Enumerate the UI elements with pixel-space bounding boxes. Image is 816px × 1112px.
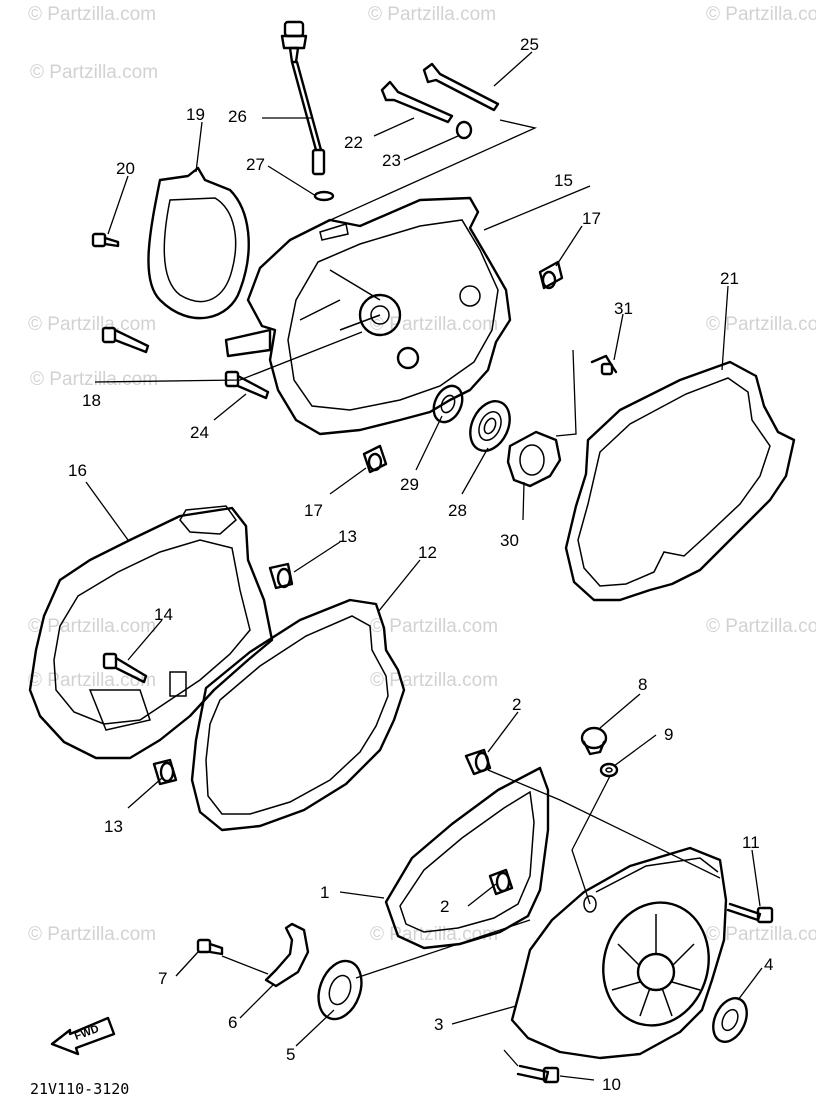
watermark-text: © Partzilla.com: [30, 62, 158, 83]
callout-31: 31: [614, 299, 633, 318]
watermark-text: © Partzilla.com: [370, 924, 498, 945]
callout-29: 29: [400, 475, 419, 494]
callouts: 1 2 2 3 4 5 6 7 8 9 10 11 12 13 13 14 15…: [68, 35, 773, 1094]
callout-2: 2: [440, 897, 449, 916]
diagram-code: 21V110-3120: [30, 1080, 129, 1098]
watermarks: © Partzilla.com © Partzilla.com © Partzi…: [28, 4, 816, 945]
gasket-12: [190, 598, 406, 832]
callout-22: 22: [344, 133, 363, 152]
callout-8: 8: [638, 675, 647, 694]
watermark-text: © Partzilla.com: [30, 369, 158, 390]
washer-9: [599, 762, 619, 778]
callout-9: 9: [664, 725, 673, 744]
callout-26: 26: [228, 107, 247, 126]
callout-13: 13: [338, 527, 357, 546]
watermark-text: © Partzilla.com: [370, 670, 498, 691]
drain-plug-8: [580, 726, 608, 756]
dowel-pin: [488, 868, 514, 896]
dowel-pin: [268, 562, 294, 590]
callout-28: 28: [448, 501, 467, 520]
bolt-11: [726, 902, 774, 924]
callout-14: 14: [154, 605, 173, 624]
callout-17: 17: [304, 501, 323, 520]
callout-3: 3: [434, 1015, 443, 1034]
oil-seal-5: [317, 959, 363, 1021]
bracket-6: [264, 922, 310, 988]
callout-11: 11: [742, 833, 760, 852]
bolt-24: [224, 370, 270, 400]
callout-24: 24: [190, 423, 209, 442]
callout-1: 1: [320, 883, 329, 902]
watermark-text: © Partzilla.com: [28, 616, 156, 637]
callout-19: 19: [186, 105, 205, 124]
bolt-14: [102, 652, 148, 684]
dowel-pin: [538, 260, 564, 290]
gasket-21: [564, 360, 796, 602]
bolt-10: [516, 1064, 560, 1084]
callout-18: 18: [82, 391, 101, 410]
callout-10: 10: [602, 1075, 621, 1094]
dowel-pin: [362, 444, 388, 474]
callout-12: 12: [418, 543, 437, 562]
callout-21: 21: [720, 269, 739, 288]
gasket-1: [384, 766, 550, 950]
callout-23: 23: [382, 151, 401, 170]
crankcase-16: [28, 505, 274, 760]
watermark-text: © Partzilla.com: [370, 616, 498, 637]
callout-16: 16: [68, 461, 87, 480]
callout-30: 30: [500, 531, 519, 550]
callout-4: 4: [764, 955, 773, 974]
bolt-7: [196, 938, 224, 956]
outer-cover-3: [510, 846, 728, 1060]
watermark-text: © Partzilla.com: [706, 616, 816, 637]
watermark-text: © Partzilla.com: [28, 314, 156, 335]
callout-17: 17: [582, 209, 601, 228]
watermark-text: © Partzilla.com: [368, 4, 496, 25]
callout-20: 20: [116, 159, 135, 178]
callout-15: 15: [554, 171, 573, 190]
dowel-pin: [152, 758, 178, 786]
bolt-18: [101, 326, 150, 354]
cover-plate: [147, 166, 250, 320]
watermark-text: © Partzilla.com: [28, 670, 156, 691]
retainer-plate-30: [506, 430, 562, 488]
callout-13: 13: [104, 817, 123, 836]
watermark-text: © Partzilla.com: [706, 4, 816, 25]
forward-arrow: FWD: [50, 1016, 116, 1056]
screw-31: [590, 354, 618, 376]
callout-27: 27: [246, 155, 265, 174]
oil-seal-4: [712, 997, 748, 1043]
bolt-20: [91, 232, 120, 248]
watermark-text: © Partzilla.com: [706, 924, 816, 945]
crankcase-cover: [224, 196, 512, 436]
watermark-text: © Partzilla.com: [706, 314, 816, 335]
dowel-pin: [464, 748, 492, 776]
callout-6: 6: [228, 1013, 237, 1032]
bearing-28: [469, 400, 511, 452]
watermark-text: © Partzilla.com: [28, 4, 156, 25]
watermark-text: © Partzilla.com: [370, 314, 498, 335]
callout-2: 2: [512, 695, 521, 714]
watermark-text: © Partzilla.com: [28, 924, 156, 945]
leader-lines: [85, 51, 763, 1081]
callout-5: 5: [286, 1045, 295, 1064]
long-bolts: [380, 62, 500, 140]
callout-25: 25: [520, 35, 539, 54]
oil-dipstick: [280, 20, 335, 202]
callout-7: 7: [158, 969, 167, 988]
